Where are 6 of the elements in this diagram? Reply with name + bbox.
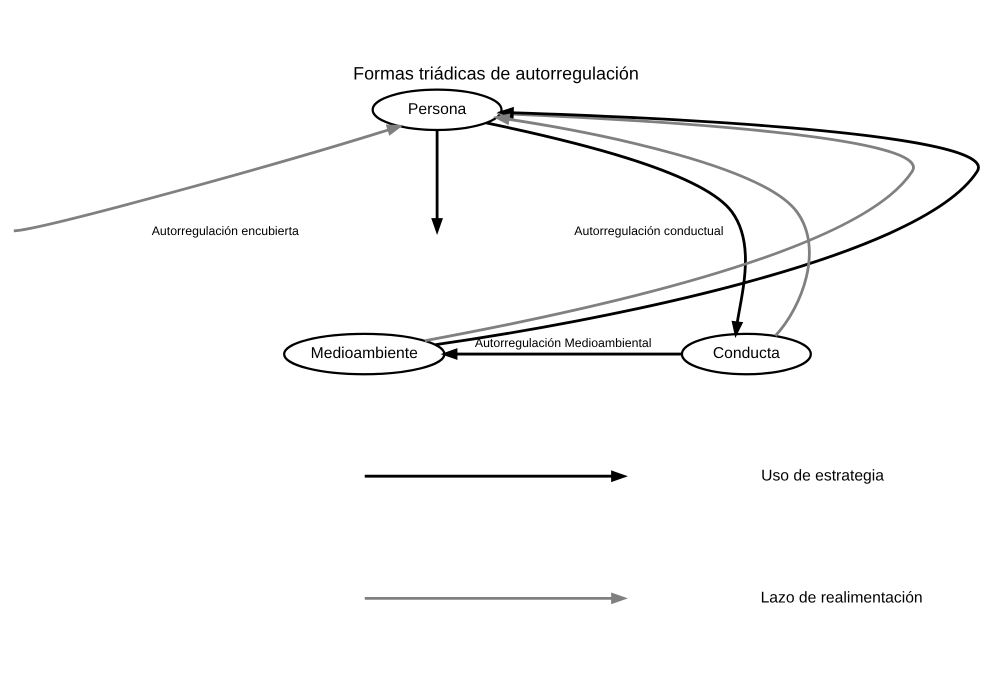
label: Autorregulación encubierta <box>152 224 299 238</box>
diagram-title: Formas triádicas de autorregulación <box>353 63 639 84</box>
legend-label: Uso de estrategia <box>761 467 884 484</box>
label: Autorregulación conductual <box>574 224 724 238</box>
edge-label: Autorregulación Medioambiental <box>474 336 652 350</box>
legend-label: Lazo de realimentación <box>760 589 923 606</box>
